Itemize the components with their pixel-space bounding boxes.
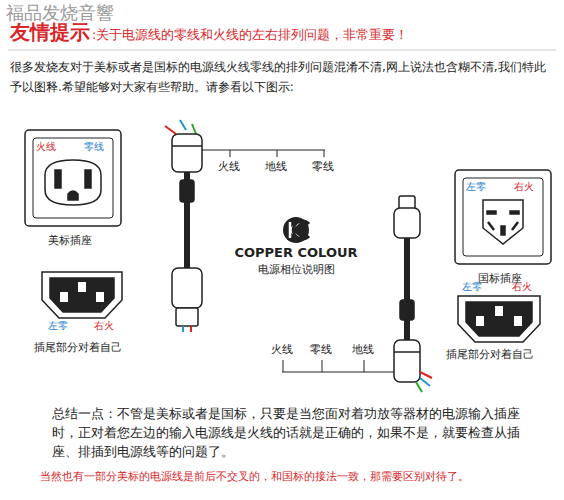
intro-text: 很多发烧友对于美标或者是国标的电源线火线零线的排列问题混淆不清,网上说法也含糊不… <box>10 57 555 97</box>
note: 插尾部分对着自己 <box>34 341 122 355</box>
iec-inlet <box>42 272 122 318</box>
wire-label: 右火 <box>514 181 534 194</box>
wire-label: 左零 <box>462 281 482 294</box>
wire-label: 零线 <box>312 160 334 174</box>
us-outlet <box>25 130 121 226</box>
logo <box>283 217 309 243</box>
wire-label: 火线 <box>218 160 240 174</box>
summary-text: 总结一点：不管是美标或者是国标，只要是当您面对着功放等器材的电源输入插座时，正对… <box>52 404 534 461</box>
watermark: 福品发烧音響 <box>6 2 114 25</box>
wire-label: 右火 <box>94 320 114 333</box>
wire-label: 左零 <box>466 181 486 194</box>
subtitle: :关于电源线的零线和火线的左右排列问题，非常重要！ <box>92 27 408 43</box>
diagram-caption: 电源相位说明图 <box>258 263 335 277</box>
wire-label: 火线 <box>36 141 56 154</box>
leader-line <box>202 150 325 157</box>
brand-name: COPPER COLOUR <box>234 245 357 261</box>
wire-label: 零线 <box>84 141 104 154</box>
note: 当然也有一部分美标的电源线是前后不交叉的，和国标的接法一致，那需要区别对待了。 <box>40 470 469 484</box>
wire-label: 右火 <box>512 281 532 294</box>
rule <box>8 50 556 51</box>
cn-outlet <box>455 170 551 264</box>
wire-label: 地线 <box>352 343 374 357</box>
wire-label: 火线 <box>271 343 293 357</box>
leader-line <box>282 360 394 372</box>
wire-label: 零线 <box>310 343 332 357</box>
iec-inlet <box>458 296 540 342</box>
power-cord <box>165 120 202 332</box>
title: 友情提示 <box>10 20 90 45</box>
power-cord <box>394 196 432 392</box>
wire-label: 地线 <box>265 160 287 174</box>
part-name: 美标插座 <box>48 234 92 248</box>
note: 插尾部分对着自己 <box>446 348 534 362</box>
wire-label: 左零 <box>48 320 68 333</box>
